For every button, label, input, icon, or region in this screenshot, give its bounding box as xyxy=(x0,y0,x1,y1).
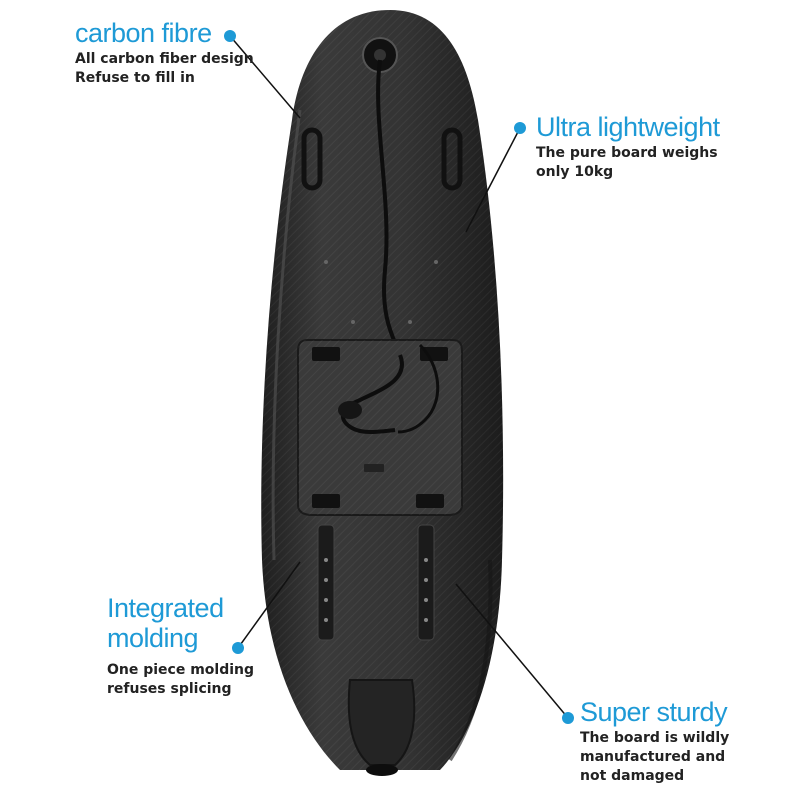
callout-description: One piece molding refuses splicing xyxy=(107,661,254,699)
right-rear-rail xyxy=(417,524,435,641)
callout-line: not damaged xyxy=(580,768,685,784)
callout-line: The board is wildly xyxy=(580,730,730,746)
callout-line: All carbon fiber design xyxy=(75,51,254,67)
tail-channel xyxy=(347,679,416,766)
callout-line: Refuse to fill in xyxy=(75,70,195,86)
callout-title: Super sturdy xyxy=(580,697,728,727)
pointer-line-sturdy xyxy=(455,583,569,719)
left-handle xyxy=(301,127,323,191)
cable xyxy=(376,59,402,356)
callout-line: The pure board weighs xyxy=(536,145,718,161)
callout-dot-lightweight xyxy=(514,122,526,134)
callout-title: Ultra lightweight xyxy=(536,112,720,142)
callout-title: Integrated molding xyxy=(107,593,254,653)
callout-carbon-fibre: carbon fibre All carbon fiber design Ref… xyxy=(75,18,254,88)
pointer-line-carbon xyxy=(229,35,301,119)
left-rear-rail xyxy=(317,524,335,641)
callout-description: The pure board weighs only 10kg xyxy=(536,144,720,182)
callout-title-line: Integrated xyxy=(107,593,224,623)
pointer-line-molding xyxy=(237,561,301,649)
pointer-line-lightweight xyxy=(465,127,521,233)
callout-description: The board is wildly manufactured and not… xyxy=(580,729,729,786)
callout-dot-carbon xyxy=(224,30,236,42)
callout-integrated-molding: Integrated molding One piece molding ref… xyxy=(107,593,254,699)
callout-line: One piece molding xyxy=(107,662,255,678)
callout-dot-sturdy xyxy=(562,712,574,724)
callout-line: refuses splicing xyxy=(107,681,232,697)
right-handle xyxy=(441,127,463,191)
callout-title-line: molding xyxy=(107,623,199,653)
callout-description: All carbon fiber design Refuse to fill i… xyxy=(75,50,254,88)
callout-line: only 10kg xyxy=(536,164,614,180)
callout-title: carbon fibre xyxy=(75,18,212,48)
callout-ultra-lightweight: Ultra lightweight The pure board weighs … xyxy=(536,112,720,182)
callout-dot-molding xyxy=(232,642,244,654)
callout-super-sturdy: Super sturdy The board is wildly manufac… xyxy=(580,697,729,786)
callout-line: manufactured and xyxy=(580,749,726,765)
